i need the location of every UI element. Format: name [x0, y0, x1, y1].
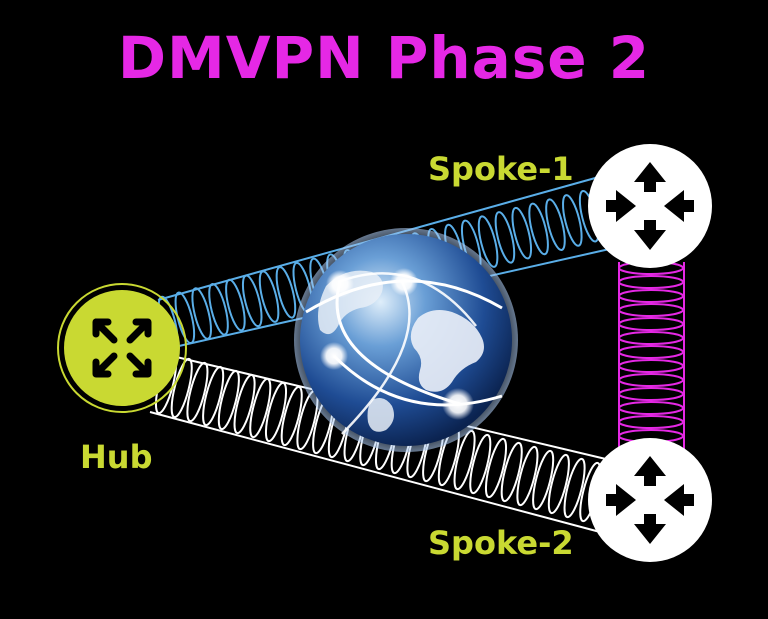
tunnel-coil-ring — [618, 387, 684, 401]
hub-router-icon — [57, 283, 187, 413]
tunnel-coil-ring — [249, 377, 272, 439]
tunnel-coil-ring — [618, 345, 684, 359]
tunnel-coil-ring — [547, 453, 570, 515]
tunnel-coil-ring — [618, 415, 684, 429]
tunnel-coil-ring — [528, 202, 549, 256]
tunnel-coil-ring — [500, 441, 523, 503]
tunnel-coil-ring — [618, 373, 684, 387]
tunnel-coil-ring — [477, 215, 499, 268]
tunnel-coil-ring — [191, 287, 212, 340]
tunnel-coil-ring — [562, 194, 583, 247]
page-title: DMVPN Phase 2 — [117, 24, 651, 92]
tunnel-coil-ring — [217, 369, 240, 431]
tunnel-coil-ring — [241, 274, 263, 328]
tunnel-coil-ring — [618, 401, 684, 415]
tunnel-coil-ring — [618, 303, 684, 317]
tunnel-coil-ring — [275, 266, 297, 319]
tunnel-coil-ring — [170, 357, 193, 419]
tunnel-coil-ring — [264, 381, 288, 443]
tunnel-coil-ring — [208, 283, 229, 336]
tunnel-coil-ring — [563, 457, 586, 519]
spoke2-label: Spoke-2 — [428, 524, 574, 562]
tunnel-coil-ring — [618, 359, 684, 373]
spoke1-router-icon — [588, 144, 712, 268]
tunnel-coil-ring — [174, 291, 196, 345]
tunnel-spoke1-spoke2 — [618, 261, 685, 450]
tunnel-coil-ring — [469, 433, 492, 495]
tunnel-coil-ring — [453, 429, 476, 491]
tunnel-coil-ring — [233, 373, 256, 435]
internet-globe-icon — [294, 228, 518, 452]
spoke1-label: Spoke-1 — [428, 150, 574, 188]
tunnel-coil-ring — [202, 365, 225, 427]
tunnel-coil-ring — [618, 289, 684, 303]
tunnel-coil-ring — [618, 331, 684, 345]
tunnel-coil-ring — [494, 211, 516, 264]
tunnel-coil-ring — [484, 437, 508, 499]
tunnel-coil-ring — [516, 445, 539, 507]
tunnel-coil-ring — [258, 270, 280, 323]
tunnel-coil-ring — [618, 317, 684, 331]
spoke2-router-icon — [588, 438, 712, 562]
tunnel-coil-ring — [618, 275, 684, 289]
tunnel-coil-ring — [186, 361, 209, 423]
tunnel-coil-ring — [280, 385, 303, 447]
tunnel-coil-ring — [225, 278, 246, 332]
tunnel-coil-ring — [532, 449, 555, 511]
tunnel-coil-ring — [511, 206, 533, 260]
hub-label: Hub — [80, 438, 153, 476]
tunnel-coil-ring — [545, 198, 566, 251]
